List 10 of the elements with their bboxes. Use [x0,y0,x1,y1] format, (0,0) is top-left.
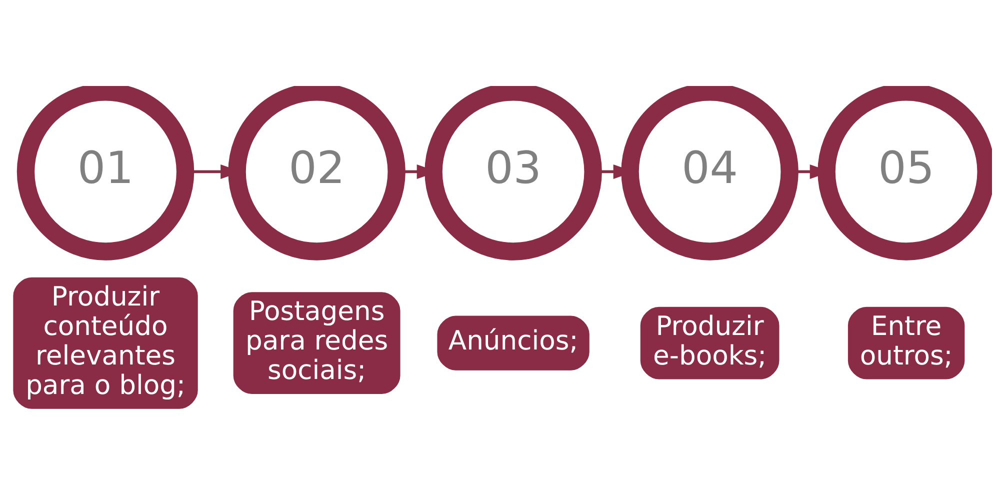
node-label: Produzir e-books; [653,310,767,372]
node-circle: 03 [424,86,602,260]
node-label: Entre outros; [860,310,953,372]
node-circle: 02 [228,86,406,260]
node-circle: 05 [818,86,992,260]
node-label: Postagens para redes sociais; [245,296,388,386]
node-label: Produzir conteúdo relevantes para o blog; [26,281,186,401]
node-circle: 04 [621,86,798,260]
node-label: Anúncios; [448,326,578,357]
node-circle: 01 [16,86,194,260]
